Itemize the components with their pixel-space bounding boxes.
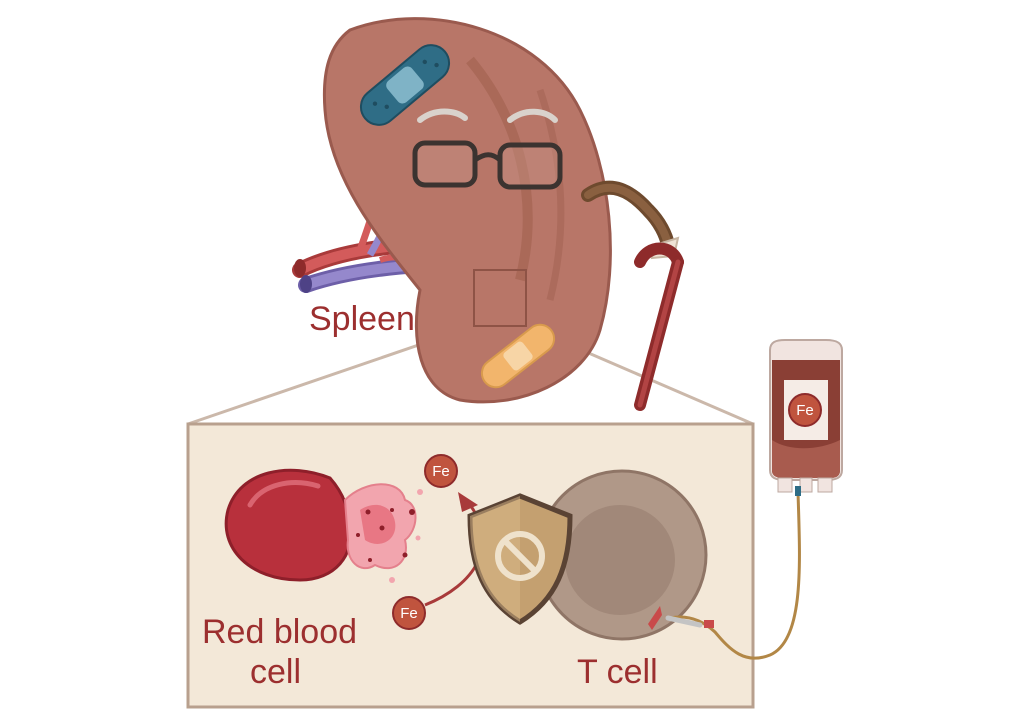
t-cell-icon (536, 469, 708, 641)
red-blood-cell-label-line2: cell (250, 653, 302, 691)
iron-badge-bag: Fe (788, 393, 822, 427)
walking-cane-icon (581, 180, 684, 411)
blood-vessels-icon (292, 157, 478, 293)
iron-symbol: Fe (796, 402, 814, 419)
spleen-label: Spleen (309, 300, 415, 338)
iron-symbol: Fe (432, 463, 450, 480)
spleen-organ-icon (322, 17, 612, 404)
iron-badge-lower: Fe (392, 596, 426, 630)
red-blood-cell-icon (224, 468, 423, 583)
t-cell-label: T cell (577, 653, 658, 691)
red-blood-cell-label-line1: Red blood (202, 613, 358, 651)
bandage-icon (359, 44, 451, 126)
iron-symbol: Fe (400, 605, 418, 622)
iv-catheter-icon (648, 491, 801, 660)
bandage-icon (480, 323, 556, 389)
shield-prohibited-icon (467, 493, 573, 625)
glasses-icon (412, 140, 563, 190)
iron-badge-upper: Fe (424, 454, 458, 488)
